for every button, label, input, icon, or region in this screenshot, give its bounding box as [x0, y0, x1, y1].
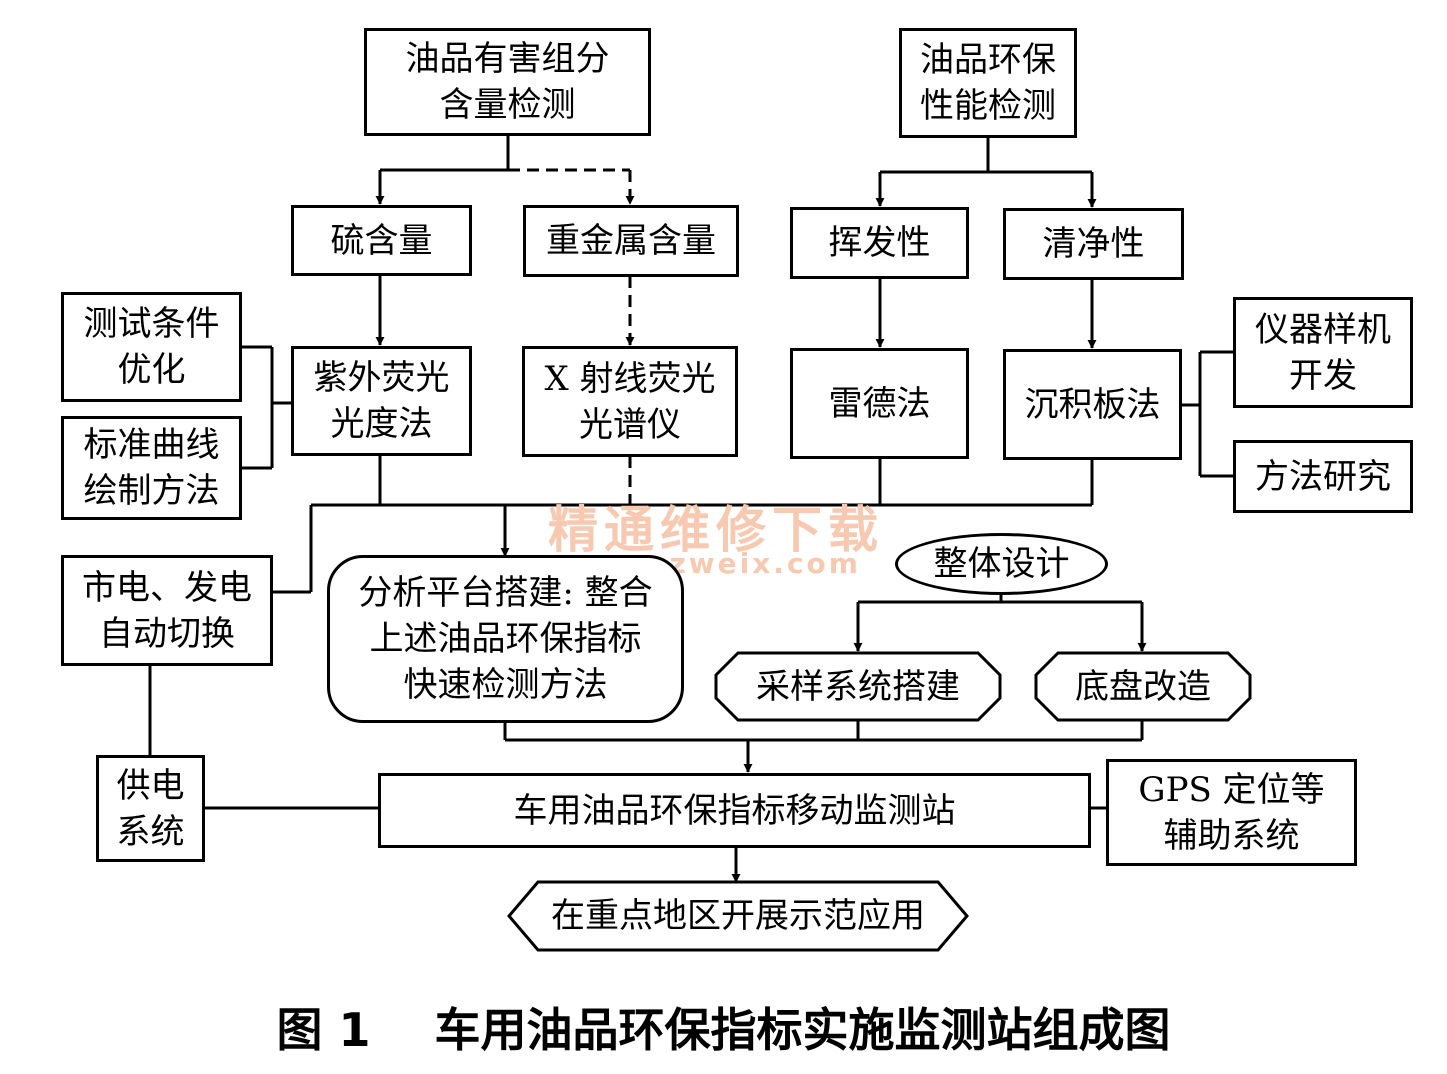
node-deposit-plate: 沉积板法	[1003, 349, 1182, 460]
node-demo-application: 在重点地区开展示范应用	[551, 896, 925, 936]
node-mobile-station: 车用油品环保指标移动监测站	[378, 773, 1091, 848]
figure-caption: 图 1 车用油品环保指标实施监测站组成图	[276, 1003, 1171, 1057]
node-sampling-system: 采样系统搭建	[756, 666, 960, 707]
node-test-conditions: 测试条件 优化	[61, 292, 242, 402]
watermark-title: 精通维修下载	[548, 501, 884, 559]
node-cleanliness: 清净性	[1003, 208, 1184, 280]
node-chassis-modification: 底盘改造	[1075, 666, 1211, 707]
node-heavy-metal: 重金属含量	[523, 205, 739, 277]
node-volatility: 挥发性	[790, 207, 969, 279]
demo-hexagon-shape	[507, 880, 969, 952]
node-method-research: 方法研究	[1233, 440, 1413, 513]
node-xray-fluorescence: X 射线荧光 光谱仪	[522, 346, 738, 457]
sampling-octagon-shape	[714, 651, 1002, 722]
node-reid-method: 雷德法	[790, 348, 969, 459]
node-sulfur: 硫含量	[291, 205, 472, 276]
chassis-octagon-shape	[1034, 651, 1252, 722]
node-overall-design: 整体设计	[895, 533, 1108, 595]
node-harmful-detect: 油品有害组分 含量检测	[364, 28, 651, 136]
node-analysis-platform: 分析平台搭建: 整合 上述油品环保指标 快速检测方法	[327, 555, 684, 723]
node-power-supply: 供电 系统	[96, 755, 205, 862]
node-gps-aux: GPS 定位等 辅助系统	[1106, 759, 1357, 866]
node-prototype-dev: 仪器样机 开发	[1233, 297, 1413, 408]
node-standard-curve: 标准曲线 绘制方法	[61, 416, 242, 520]
node-uv-fluorescence: 紫外荧光 光度法	[291, 346, 472, 456]
node-power-switch: 市电、发电 自动切换	[61, 555, 273, 666]
node-env-perf-detect: 油品环保 性能检测	[899, 28, 1077, 138]
